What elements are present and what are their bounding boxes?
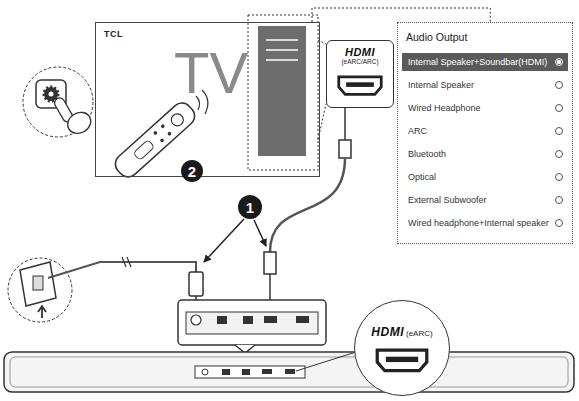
radio-button [555,127,563,135]
port [243,316,253,324]
callout-arrow [204,219,244,262]
port [262,369,272,374]
highlight-frame [248,15,318,170]
hdmi-port [264,316,277,323]
remote-button [153,130,158,135]
menu-option: Wired headphone+Internal speaker [402,214,568,232]
radio-button [555,150,563,158]
dotted-connector [312,8,490,22]
palm [64,108,95,137]
panel-lines [266,40,298,60]
option-text: External Subwoofer [408,195,487,206]
port-label: (eARC/ARC) [341,58,378,66]
remote-button [167,131,172,136]
menu-option: External Subwoofer [402,191,568,209]
hdmi-logo: HDMI [345,46,375,58]
hdmi-port-icon [336,74,384,98]
tv-screen: TCL TV [95,22,320,177]
menu-option: ARC [402,122,568,140]
port [217,316,227,324]
wall-socket [20,262,56,306]
hand [53,89,95,137]
audio-output-menu: Audio OutputInternal Speaker+Soundbar(HD… [397,22,573,244]
soundbar-ports [195,366,305,378]
hdmi-port-outline [339,77,381,95]
menu-option: Internal Speaker [402,76,568,94]
hdmi-logo: HDMI [371,325,404,339]
callout-number: 1 [246,200,254,215]
option-text: Wired Headphone [408,103,481,114]
socket-hole [33,276,43,290]
radio-button [555,58,563,66]
gear-hole [49,92,54,97]
menu-option: Bluetooth [402,145,568,163]
callout-circle: 2 [181,160,203,182]
hdmi-plug [339,140,351,158]
cable-break [122,257,131,267]
hdmi-callout: HDMI(eARC/ARC) [326,40,394,108]
option-text: ARC [408,126,427,137]
radio-button [555,104,563,112]
port [222,369,230,375]
radio-button [555,173,563,181]
hdmi-port-contacts [346,82,374,87]
power-port [191,315,201,325]
radio-button [555,81,563,89]
port [285,369,295,374]
port-label: (eARC) [406,329,433,338]
hdmi-earc-callout: HDMI(eARC) [354,300,450,396]
tv-back-panel [258,26,306,156]
hdmi-cable [270,158,345,252]
radio-button [555,219,563,227]
power-cable [48,262,196,278]
hdmi-plug [264,252,276,274]
screen-text: TV [174,44,311,102]
brand-logo: TCL [104,29,311,40]
socket-callout [8,258,72,322]
soundbar-trim [10,357,568,387]
hdmi-port-contacts [386,357,418,362]
up-arrow [38,306,46,318]
remote-button [160,124,165,129]
callout-arrow [254,220,266,246]
port-strip [186,312,318,334]
menu-option: Wired Headphone [402,99,568,117]
hdmi-port-outline [377,350,427,370]
option-text: Internal Speaker [408,80,474,91]
port [296,316,309,323]
port-panel [178,300,326,345]
port [242,369,250,375]
cable [344,108,346,140]
menu-option: Optical [402,168,568,186]
soundbar [4,352,574,392]
menu-title: Audio Output [406,31,564,43]
remote-button [133,140,155,161]
menu-option: Internal Speaker+Soundbar(HDMI) [402,53,568,71]
option-text: Bluetooth [408,149,446,160]
option-text: Wired headphone+Internal speaker [408,218,549,229]
remote-button [169,111,186,128]
option-text: Optical [408,172,436,183]
leader-line [296,352,356,371]
callout-number: 2 [188,164,196,179]
label-row: HDMI(eARC) [371,325,432,339]
callout-circle: 1 [238,195,262,219]
hdmi-port-icon [374,347,430,375]
option-text: Internal Speaker+Soundbar(HDMI) [408,57,547,68]
remote-button [160,138,165,143]
port [202,369,208,375]
power-plug [189,272,203,296]
radio-button [555,196,563,204]
